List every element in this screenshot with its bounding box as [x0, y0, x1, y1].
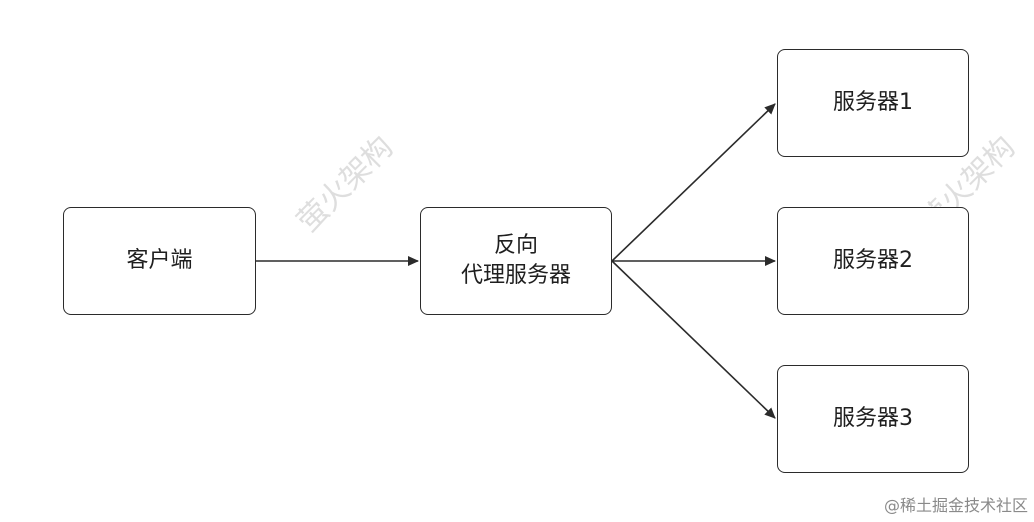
node-reverse-proxy-label-line1: 反向	[493, 233, 538, 258]
node-reverse-proxy-label-line2: 代理服务器	[460, 263, 571, 288]
node-server-1[interactable]: 服务器1	[777, 49, 969, 157]
node-reverse-proxy[interactable]: 反向 代理服务器	[420, 207, 612, 315]
node-server-2-label: 服务器2	[833, 248, 913, 273]
footer-credit: @稀土掘金技术社区	[883, 496, 1028, 515]
edge-proxy-to-server1	[611, 103, 776, 262]
edge-proxy-to-server3	[611, 260, 776, 419]
node-server-2[interactable]: 服务器2	[777, 207, 969, 315]
node-server-1-label: 服务器1	[833, 90, 913, 115]
node-server-3[interactable]: 服务器3	[777, 365, 969, 473]
node-client[interactable]: 客户端	[63, 207, 256, 315]
node-client-label: 客户端	[126, 248, 193, 273]
node-server-3-label: 服务器3	[833, 406, 913, 431]
